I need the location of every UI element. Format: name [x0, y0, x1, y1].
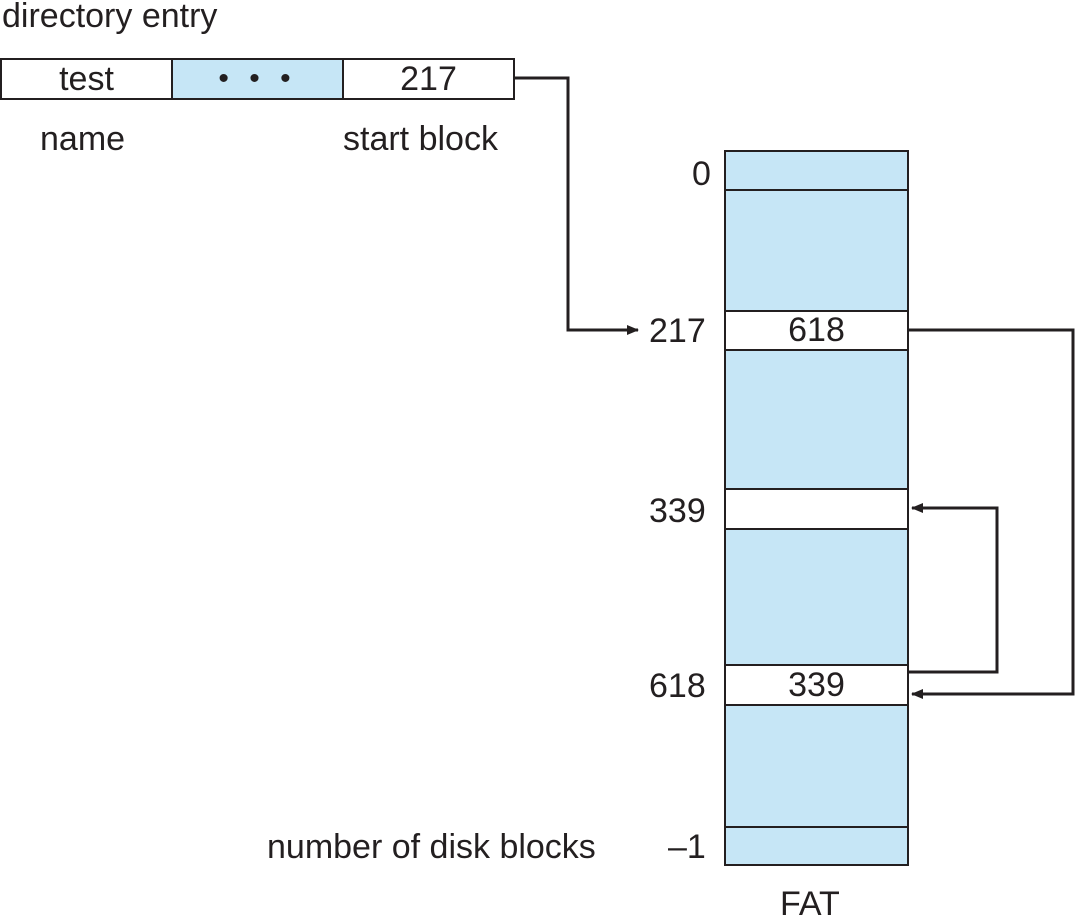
- name-field-label: name: [40, 120, 126, 158]
- fat-entry-339: [724, 488, 909, 530]
- start-block-field-label: start block: [343, 120, 498, 158]
- fat-index-end: –1: [668, 828, 706, 866]
- directory-entry-title: directory entry: [2, 0, 218, 35]
- arrow-618-to-339: [909, 503, 999, 674]
- directory-start-block-cell: 217: [342, 58, 515, 100]
- fat-entry-217-value: 618: [788, 311, 845, 349]
- directory-start-block-value: 217: [400, 59, 457, 98]
- number-of-disk-blocks-label: number of disk blocks: [267, 828, 596, 866]
- ellipsis-icon: • • •: [218, 62, 297, 95]
- arrow-217-to-618: [909, 328, 1075, 699]
- start-block-arrow: [515, 76, 639, 335]
- directory-name-cell: test: [0, 58, 173, 100]
- fat-divider-0: [724, 189, 909, 191]
- fat-index-339: 339: [649, 492, 706, 530]
- fat-caption: FAT: [780, 885, 840, 923]
- directory-name-value: test: [59, 59, 114, 98]
- fat-entry-618-value: 339: [788, 665, 845, 704]
- fat-entry-217: 618: [724, 310, 909, 351]
- fat-divider-last: [724, 826, 909, 828]
- fat-entry-618: 339: [724, 664, 909, 706]
- fat-index-217: 217: [649, 312, 706, 350]
- fat-index-618: 618: [649, 667, 706, 705]
- fat-index-0: 0: [692, 155, 711, 193]
